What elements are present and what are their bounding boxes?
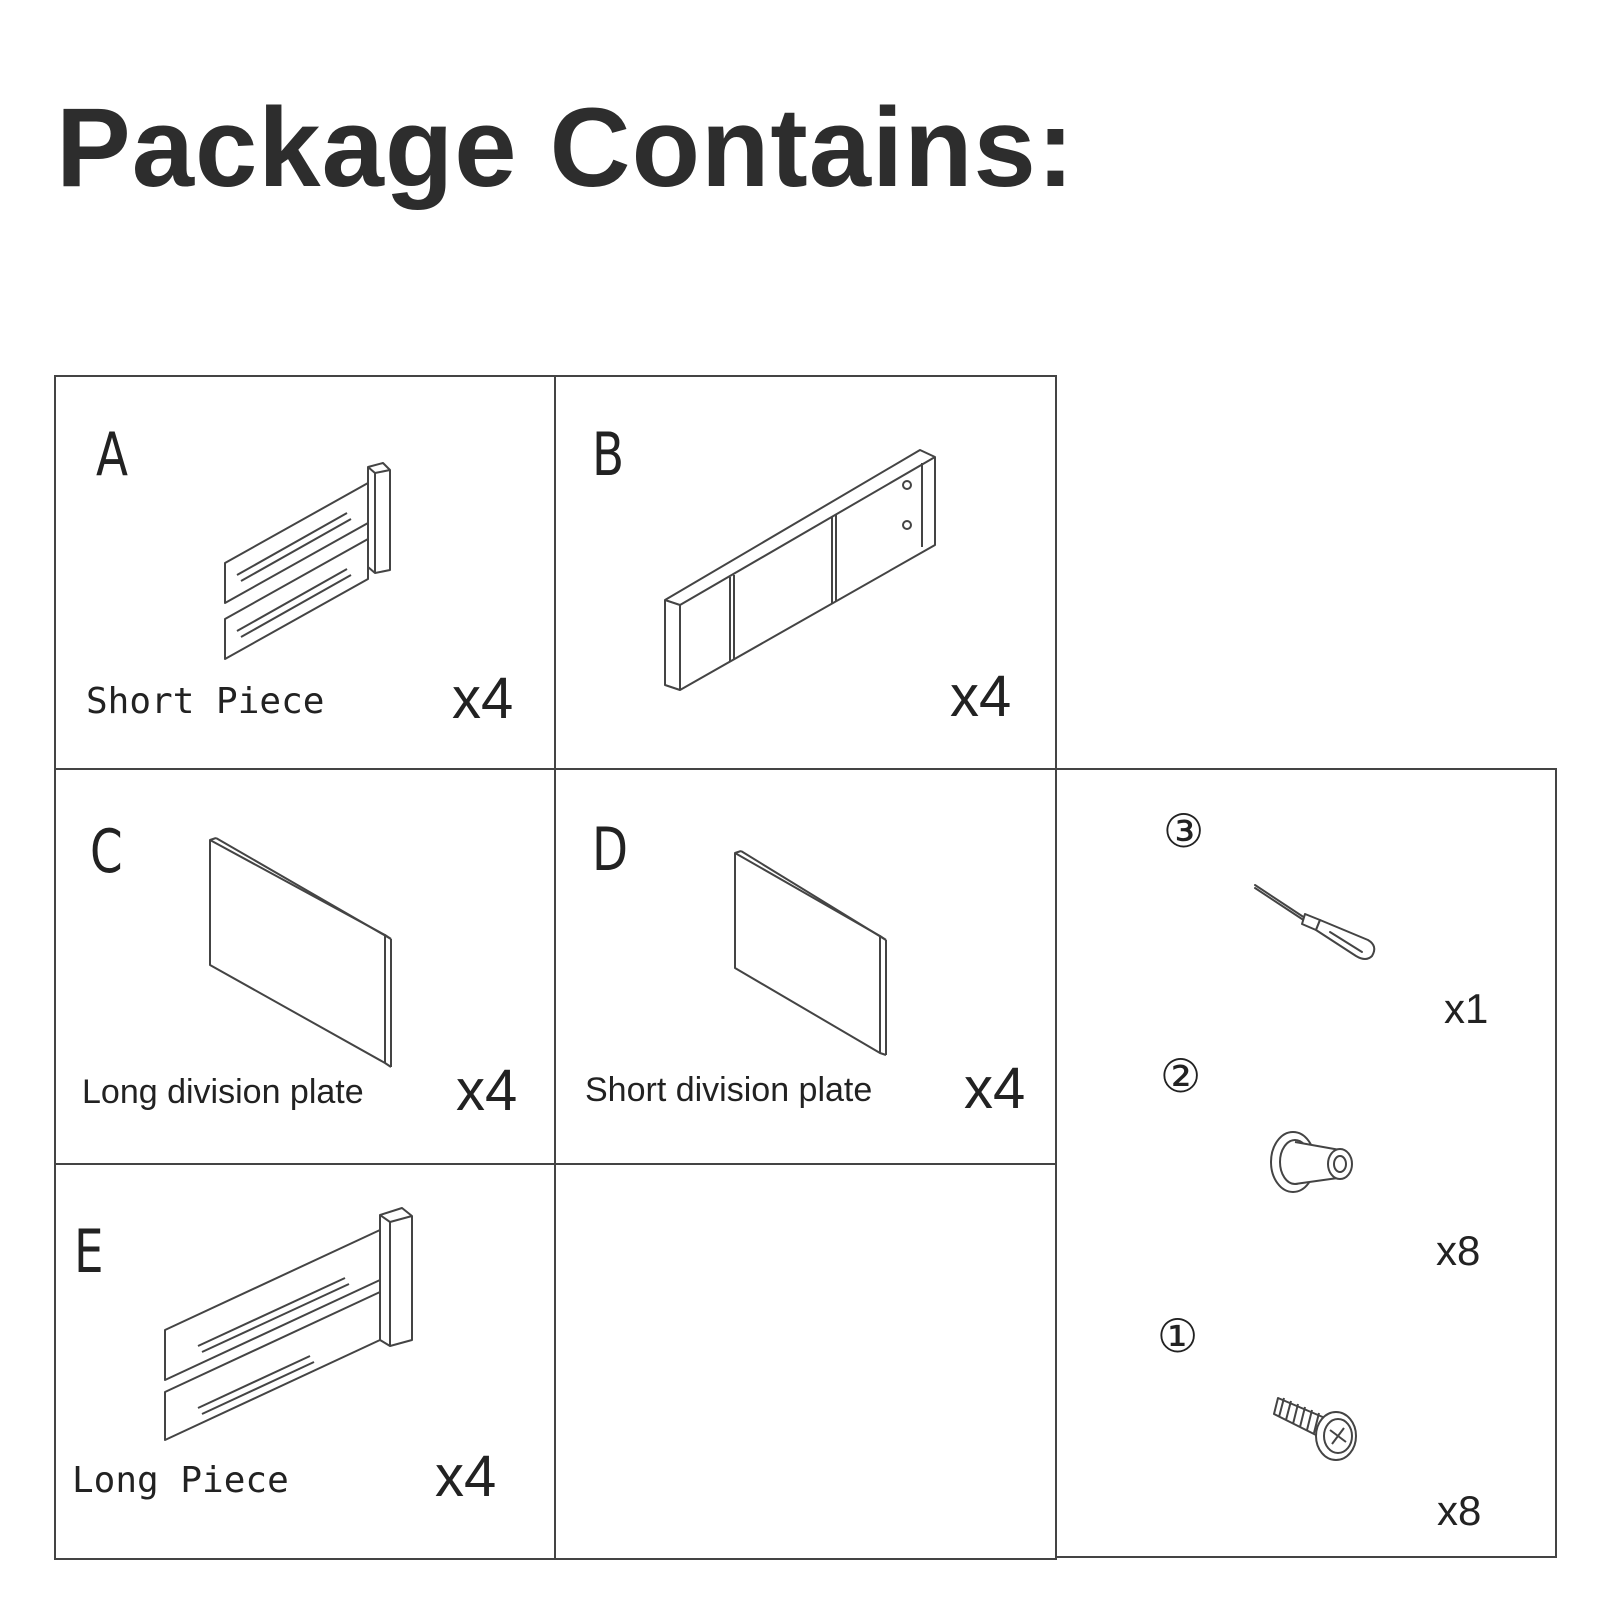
part-e-quantity: x4 [435,1444,497,1509]
long-division-plate-icon [205,835,395,1070]
part-c-letter: C [90,817,123,887]
divider-panel-icon [660,445,940,695]
screw-number: ① [1157,1309,1199,1363]
part-b-letter: B [592,420,625,490]
screwdriver-icon [1250,880,1385,965]
part-a-cell [54,375,556,770]
screwdriver-number: ③ [1163,804,1205,858]
part-a-quantity: x4 [452,666,514,731]
part-d-quantity: x4 [964,1056,1026,1121]
part-d-name: Short division plate [585,1071,873,1109]
barrel-nut-quantity: x8 [1436,1227,1481,1274]
screwdriver-quantity: x1 [1444,985,1489,1032]
short-piece-icon [215,455,405,660]
barrel-nut-icon [1265,1122,1360,1202]
part-c-name: Long division plate [82,1073,364,1111]
part-b-quantity: x4 [950,664,1012,729]
barrel-nut-number: ② [1160,1049,1202,1103]
short-division-plate-icon [730,848,890,1058]
screw-quantity: x8 [1437,1487,1482,1534]
part-a-letter: A [96,420,129,490]
part-d-letter: D [592,815,629,885]
part-e-name: Long Piece [72,1460,289,1501]
part-e-letter: E [74,1217,104,1287]
empty-cell [554,1163,1057,1560]
screw-icon [1270,1390,1365,1465]
part-a-name: Short Piece [86,681,325,722]
part-c-quantity: x4 [456,1058,518,1123]
page-title: Package Contains: [56,85,1076,210]
long-piece-icon [160,1200,430,1455]
